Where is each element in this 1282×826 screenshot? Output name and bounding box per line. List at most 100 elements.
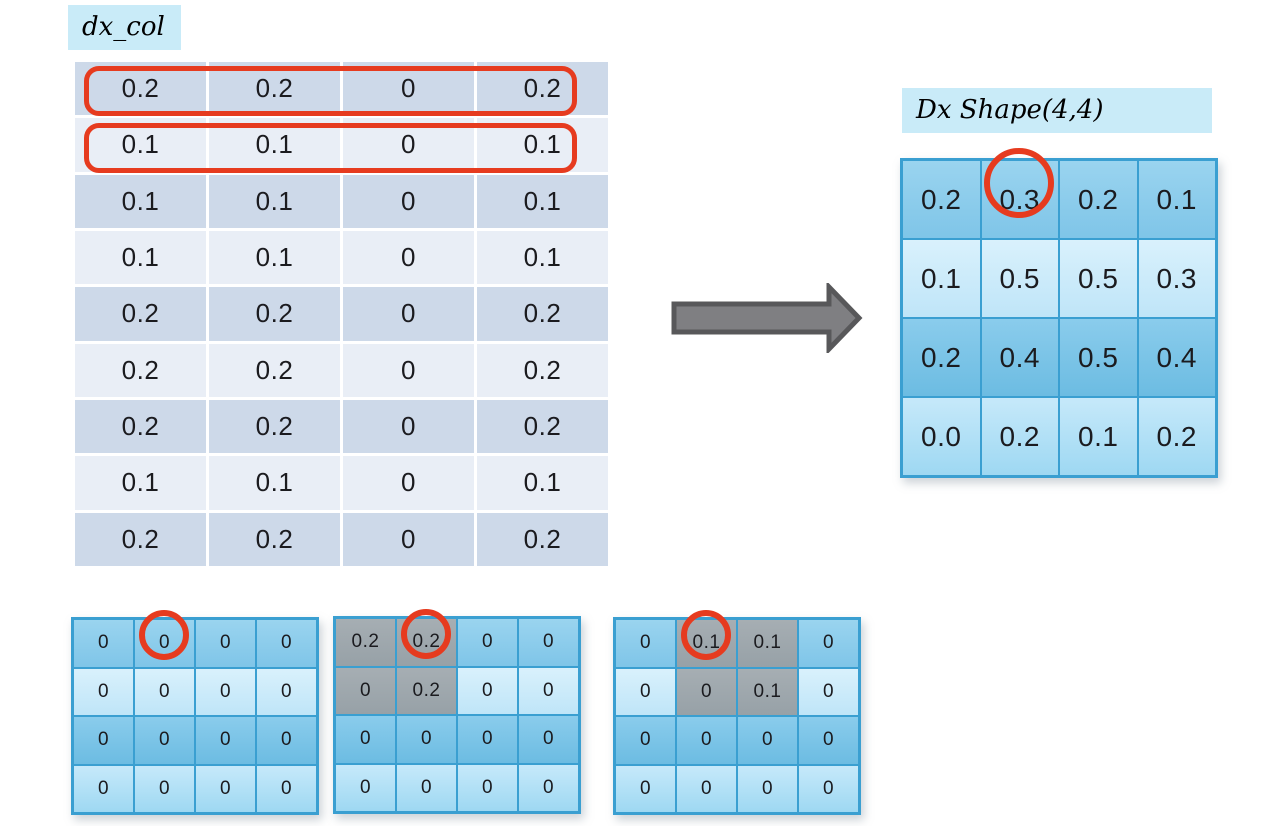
matrix-cell: 0	[73, 764, 134, 813]
matrix-cell: 0	[676, 764, 737, 813]
matrix-cell: 0.4	[1137, 318, 1216, 397]
matrix-cell: 0.5	[1059, 318, 1138, 397]
dx-col-cell: 0	[343, 287, 474, 341]
red-circle-highlight	[681, 609, 731, 660]
dx-col-cell: 0.2	[209, 512, 340, 566]
matrix-cell: 0	[457, 666, 518, 715]
matrix-cell: 0	[737, 716, 798, 765]
matrix-cell: 0	[256, 716, 317, 765]
dx-col-label: dx_col	[68, 5, 181, 50]
dx-col-cell: 0.2	[75, 343, 206, 397]
dx-col-cell: 0	[343, 399, 474, 454]
dx-col-cell: 0	[343, 230, 474, 285]
matrix-cell: 0.2	[902, 318, 981, 397]
matrix-cell: 0	[615, 619, 676, 668]
dx-col-cell: 0.1	[75, 174, 206, 228]
matrix-cell: 0.2	[980, 397, 1059, 476]
matrix-cell: 0	[615, 716, 676, 765]
matrix-cell: 0	[256, 619, 317, 668]
matrix-cell: 0	[256, 667, 317, 716]
matrix-cell: 0	[335, 715, 396, 764]
matrix-cell: 0.2	[335, 618, 396, 667]
matrix-cell: 0.0	[902, 397, 981, 476]
matrix-cell: 0	[335, 666, 396, 715]
row-highlight-outline-2	[84, 123, 577, 173]
dx-col-cell: 0.2	[477, 399, 608, 454]
matrix-cell: 0	[518, 666, 579, 715]
red-circle-highlight	[139, 609, 189, 660]
matrix-cell: 0	[396, 715, 457, 764]
dx-col-cell: 0.2	[209, 343, 340, 397]
matrix-cell: 0	[134, 764, 195, 813]
matrix-cell: 0	[676, 716, 737, 765]
dx-col-cell: 0.2	[477, 343, 608, 397]
dx-col-cell: 0.2	[209, 287, 340, 341]
dx-col-cell: 0	[343, 343, 474, 397]
matrix-cell: 0	[195, 667, 256, 716]
matrix-cell: 0	[615, 764, 676, 813]
matrix-cell: 0.2	[902, 160, 981, 239]
matrix-cell: 0.1	[1059, 397, 1138, 476]
dx-col-cell: 0.2	[477, 287, 608, 341]
matrix-cell: 0	[676, 667, 737, 716]
matrix-cell: 0.2	[1137, 397, 1216, 476]
matrix-cell: 0	[798, 716, 859, 765]
matrix-cell: 0.1	[1137, 160, 1216, 239]
dx-col-cell: 0.2	[75, 399, 206, 454]
matrix-cell: 0.1	[737, 619, 798, 668]
matrix-cell: 0.3	[1137, 239, 1216, 318]
matrix-cell: 0	[518, 618, 579, 667]
matrix-cell: 0	[615, 667, 676, 716]
dx-col-cell: 0	[343, 174, 474, 228]
matrix-cell: 0	[73, 667, 134, 716]
dx-col-cell: 0.1	[477, 230, 608, 285]
dx-shape-label: Dx Shape(4,4)	[902, 88, 1212, 133]
matrix-cell: 0	[518, 763, 579, 812]
dx-col-cell: 0.1	[209, 174, 340, 228]
matrix-cell: 0.5	[1059, 239, 1138, 318]
matrix-cell: 0	[798, 619, 859, 668]
row-highlight-outline-1	[84, 66, 577, 116]
matrix-cell: 0.2	[1059, 160, 1138, 239]
dx-col-cell: 0.1	[477, 174, 608, 228]
dx-col-cell: 0	[343, 512, 474, 566]
matrix-cell: 0	[457, 763, 518, 812]
matrix-cell: 0	[73, 716, 134, 765]
dx-col-cell: 0.2	[209, 399, 340, 454]
matrix-cell: 0	[457, 715, 518, 764]
dx-col-cell: 0.2	[477, 512, 608, 566]
matrix-cell: 0.1	[902, 239, 981, 318]
matrix-cell: 0	[256, 764, 317, 813]
matrix-cell: 0	[457, 618, 518, 667]
dx-col-cell: 0.2	[75, 287, 206, 341]
red-circle-highlight	[984, 148, 1055, 218]
dx-col-cell: 0.1	[209, 230, 340, 285]
matrix-cell: 0	[195, 764, 256, 813]
matrix-cell: 0	[335, 763, 396, 812]
matrix-cell: 0	[134, 667, 195, 716]
red-circle-highlight	[401, 608, 451, 659]
dx-col-cell: 0.1	[209, 456, 340, 510]
matrix-cell: 0	[518, 715, 579, 764]
matrix-cell: 0.4	[980, 318, 1059, 397]
matrix-cell: 0	[798, 764, 859, 813]
right-arrow-icon	[671, 283, 863, 353]
matrix-cell: 0.2	[396, 666, 457, 715]
matrix-cell: 0.1	[737, 667, 798, 716]
dx-col-cell: 0.1	[75, 456, 206, 510]
matrix-cell: 0	[737, 764, 798, 813]
matrix-cell: 0	[195, 619, 256, 668]
dx-col-cell: 0.1	[477, 456, 608, 510]
dx-col-cell: 0	[343, 456, 474, 510]
matrix-cell: 0	[798, 667, 859, 716]
matrix-cell: 0	[73, 619, 134, 668]
dx-col-cell: 0.2	[75, 512, 206, 566]
matrix-cell: 0	[396, 763, 457, 812]
matrix-cell: 0	[134, 716, 195, 765]
dx-col-cell: 0.1	[75, 230, 206, 285]
